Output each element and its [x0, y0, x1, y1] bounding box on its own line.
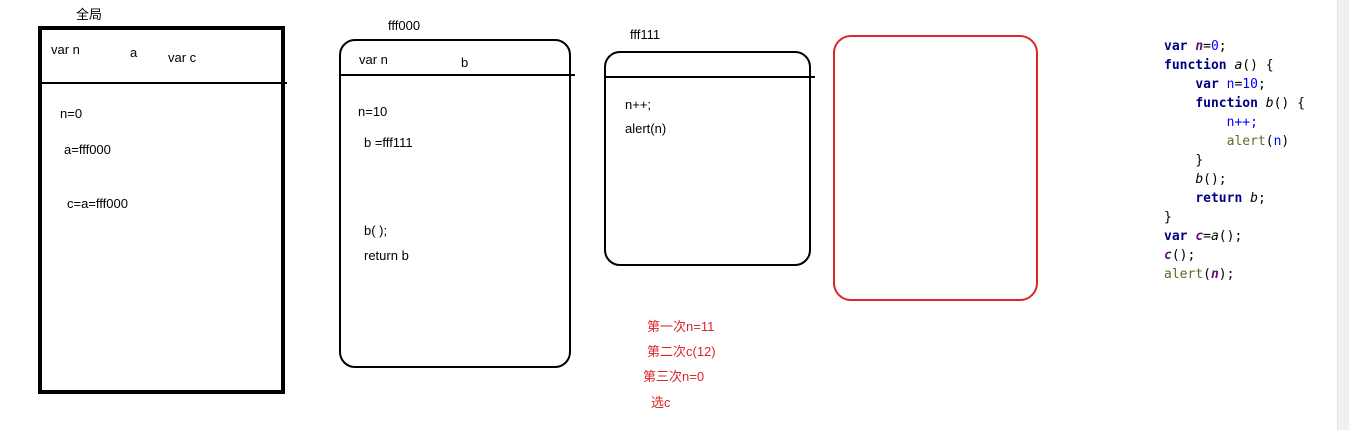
code-line: n++;	[1226, 115, 1258, 130]
global-var-n: var n	[51, 42, 80, 57]
scope-b-box	[604, 51, 811, 266]
scope-b-title: fff111	[630, 27, 661, 42]
scope-b-alert: alert(n)	[625, 121, 667, 136]
scope-a-n-value: n=10	[358, 104, 388, 119]
scope-a-box	[339, 39, 571, 368]
scope-a-var-n: var n	[359, 52, 388, 67]
global-var-c: var c	[168, 50, 197, 65]
code-line: var n=0;	[1164, 39, 1227, 54]
note-first: 第一次n=11	[647, 319, 715, 334]
code-line: return b;	[1195, 191, 1266, 206]
global-var-a: a	[130, 45, 138, 60]
note-second: 第二次c(12)	[647, 344, 716, 359]
code-line: alert(n);	[1164, 267, 1235, 282]
scope-b-increment: n++;	[625, 97, 652, 112]
note-third: 第三次n=0	[643, 369, 705, 384]
scope-a-var-b: b	[461, 55, 469, 70]
code-line: }	[1195, 153, 1204, 168]
global-header-divider	[40, 82, 287, 84]
scope-a-title: fff000	[388, 18, 421, 33]
code-line: var c=a();	[1164, 229, 1243, 244]
scope-a-header-divider	[339, 74, 575, 76]
note-choice: 选c	[651, 395, 671, 410]
code-line: function a() {	[1164, 58, 1274, 73]
code-line: b();	[1195, 172, 1227, 187]
global-a-value: a=fff000	[64, 142, 111, 157]
highlight-empty-box	[833, 35, 1038, 301]
global-c-value: c=a=fff000	[67, 196, 128, 211]
code-line: alert(n)	[1226, 134, 1290, 149]
code-line: var n=10;	[1195, 77, 1266, 92]
scope-a-b-value: b =fff111	[364, 135, 413, 150]
scope-a-return: return b	[364, 248, 409, 263]
global-scope-title: 全局	[76, 7, 103, 22]
scope-b-header-divider	[604, 76, 815, 78]
code-line: }	[1164, 210, 1172, 225]
code-line: c();	[1164, 248, 1196, 263]
code-listing: var n=0; function a() { var n=10; functi…	[1164, 37, 1305, 284]
vertical-scrollbar[interactable]	[1337, 0, 1349, 430]
code-line: function b() {	[1195, 96, 1305, 111]
global-n-value: n=0	[60, 106, 83, 121]
scope-a-call-b: b( );	[364, 223, 388, 238]
global-scope-box	[38, 26, 285, 394]
